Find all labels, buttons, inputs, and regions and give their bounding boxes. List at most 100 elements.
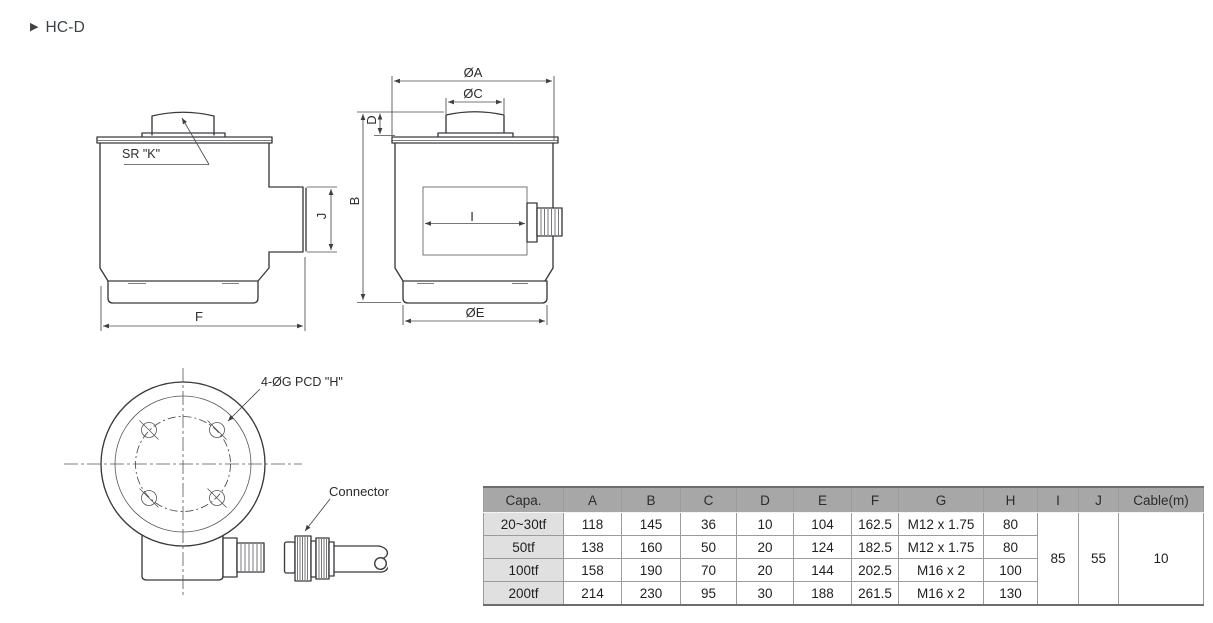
connector-label: Connector [329,484,390,499]
table-row: 100tf 158 190 70 20 144 202.5 M16 x 2 10… [483,558,1204,582]
dim-label-j: J [314,213,329,220]
col-header-h: H [983,486,1038,513]
connector-thread [236,542,265,573]
cell-f: 261.5 [851,581,899,606]
load-button-outline [151,111,215,136]
front-view-drawing: I ØA ØC D [347,65,563,325]
col-header-a: A [563,486,622,513]
col-header-f: F [851,486,899,513]
cell-f: 202.5 [851,558,899,582]
cell-b: 145 [621,512,681,536]
bolt-holes [139,420,227,508]
cell-c: 36 [680,512,737,536]
table-row: 200tf 214 230 95 30 188 261.5 M16 x 2 13… [483,581,1204,606]
cell-g: M16 x 2 [898,558,984,582]
knurl-lines [318,539,327,578]
cell-h: 80 [983,512,1038,536]
bottom-flange [107,280,259,304]
cell-a: 214 [563,581,622,606]
col-header-cable: Cable(m) [1118,486,1204,513]
load-button-outline [445,111,505,134]
spacer-ring [310,540,317,578]
side-view-drawing: SR "K" J F [96,111,337,331]
cell-f: 162.5 [851,512,899,536]
thread-lines [240,544,262,571]
cell-g: M12 x 1.75 [898,535,984,559]
cell-a: 118 [563,512,622,536]
body-right-edge [544,142,554,282]
cable-break-loop [374,557,387,570]
thread-lines [540,209,559,235]
connector-cap [283,541,296,574]
cell-h: 80 [983,535,1038,559]
spec-table: Capa. A B C D E F G H I J Cable(m) 20~30… [483,486,1204,606]
bolt-leader-arrow [227,388,261,422]
cell-e: 124 [793,535,852,559]
col-header-capa: Capa. [483,486,564,513]
table-header-row: Capa. A B C D E F G H I J Cable(m) [483,486,1204,513]
dim-label-oe: ØE [466,305,485,320]
sr-k-label: SR "K" [122,147,160,161]
dim-label-oa: ØA [464,65,483,80]
cell-b: 230 [621,581,681,606]
cell-c: 70 [680,558,737,582]
connector-flange [222,537,238,578]
cell-b: 190 [621,558,681,582]
connector-leader-arrow [304,498,331,532]
cell-j-merged: 55 [1078,512,1119,606]
table-row: 50tf 138 160 50 20 124 182.5 M12 x 1.75 … [483,535,1204,559]
dim-label-f: F [195,309,203,324]
cell-c: 95 [680,581,737,606]
bolt-pattern-label: 4-ØG PCD "H" [261,375,343,389]
cell-a: 138 [563,535,622,559]
load-button-step [141,132,226,138]
connector-flange [526,202,538,243]
knurl-ring-2 [315,537,330,580]
col-header-d: D [736,486,794,513]
cell-h: 130 [983,581,1038,606]
col-header-g: G [898,486,984,513]
cell-d: 20 [736,558,794,582]
cell-g: M16 x 2 [898,581,984,606]
dim-label-b: B [347,197,362,206]
cell-a: 158 [563,558,622,582]
cable-sleeve [328,541,335,577]
cable-boss [268,186,304,253]
cell-cable-merged: 10 [1118,512,1204,606]
cell-i-merged: 85 [1037,512,1079,606]
technical-drawing: SR "K" J F [64,65,563,597]
cell-e: 104 [793,512,852,536]
top-plate [96,136,273,144]
connector-detail-drawing: Connector [283,484,390,582]
cell-e: 188 [793,581,852,606]
knurl-lines [297,537,308,580]
bottom-flange [402,280,548,304]
col-header-b: B [621,486,681,513]
title-marker-icon: ▶ [30,21,39,34]
model-name: HC-D [45,19,86,36]
body-left-edge [394,142,404,282]
cable-break [378,545,389,559]
cell-d: 20 [736,535,794,559]
dim-label-i: I [470,209,474,224]
page-title: ▶ HC-D [30,20,85,36]
dim-label-oc: ØC [463,86,483,101]
col-header-e: E [793,486,852,513]
cell-b: 160 [621,535,681,559]
top-plate [391,136,559,144]
body-left-edge [99,142,109,282]
table-row: 20~30tf 118 145 36 10 104 162.5 M12 x 1.… [483,512,1204,606]
cell-d: 10 [736,512,794,536]
cell-f: 182.5 [851,535,899,559]
cell-c: 50 [680,535,737,559]
load-button-step [437,132,514,138]
col-header-c: C [680,486,737,513]
cell-h: 100 [983,558,1038,582]
cell-capa: 100tf [483,558,564,582]
col-header-j: J [1078,486,1119,513]
body-right-edge [257,142,270,282]
cell-capa: 50tf [483,535,564,559]
cell-e: 144 [793,558,852,582]
col-header-i: I [1037,486,1079,513]
